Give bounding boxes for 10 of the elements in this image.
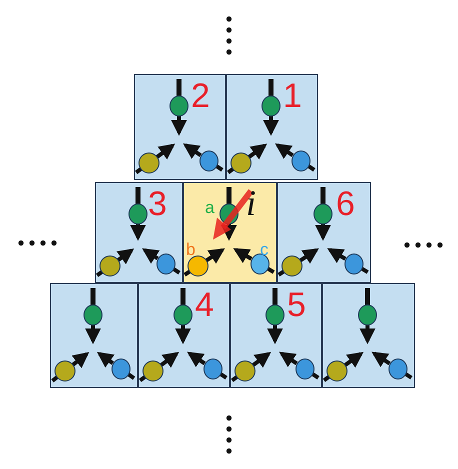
site-label: b: [186, 241, 196, 258]
cell-number: 1: [283, 79, 302, 113]
cell-number: 4: [195, 288, 214, 322]
index-letter: i: [246, 185, 256, 221]
cell-number: 2: [191, 79, 210, 113]
cell-number: 5: [287, 288, 306, 322]
site-label: c: [260, 241, 268, 258]
site-label: a: [205, 199, 214, 216]
cell-number: 3: [148, 187, 167, 221]
cell-number: 6: [336, 187, 355, 221]
